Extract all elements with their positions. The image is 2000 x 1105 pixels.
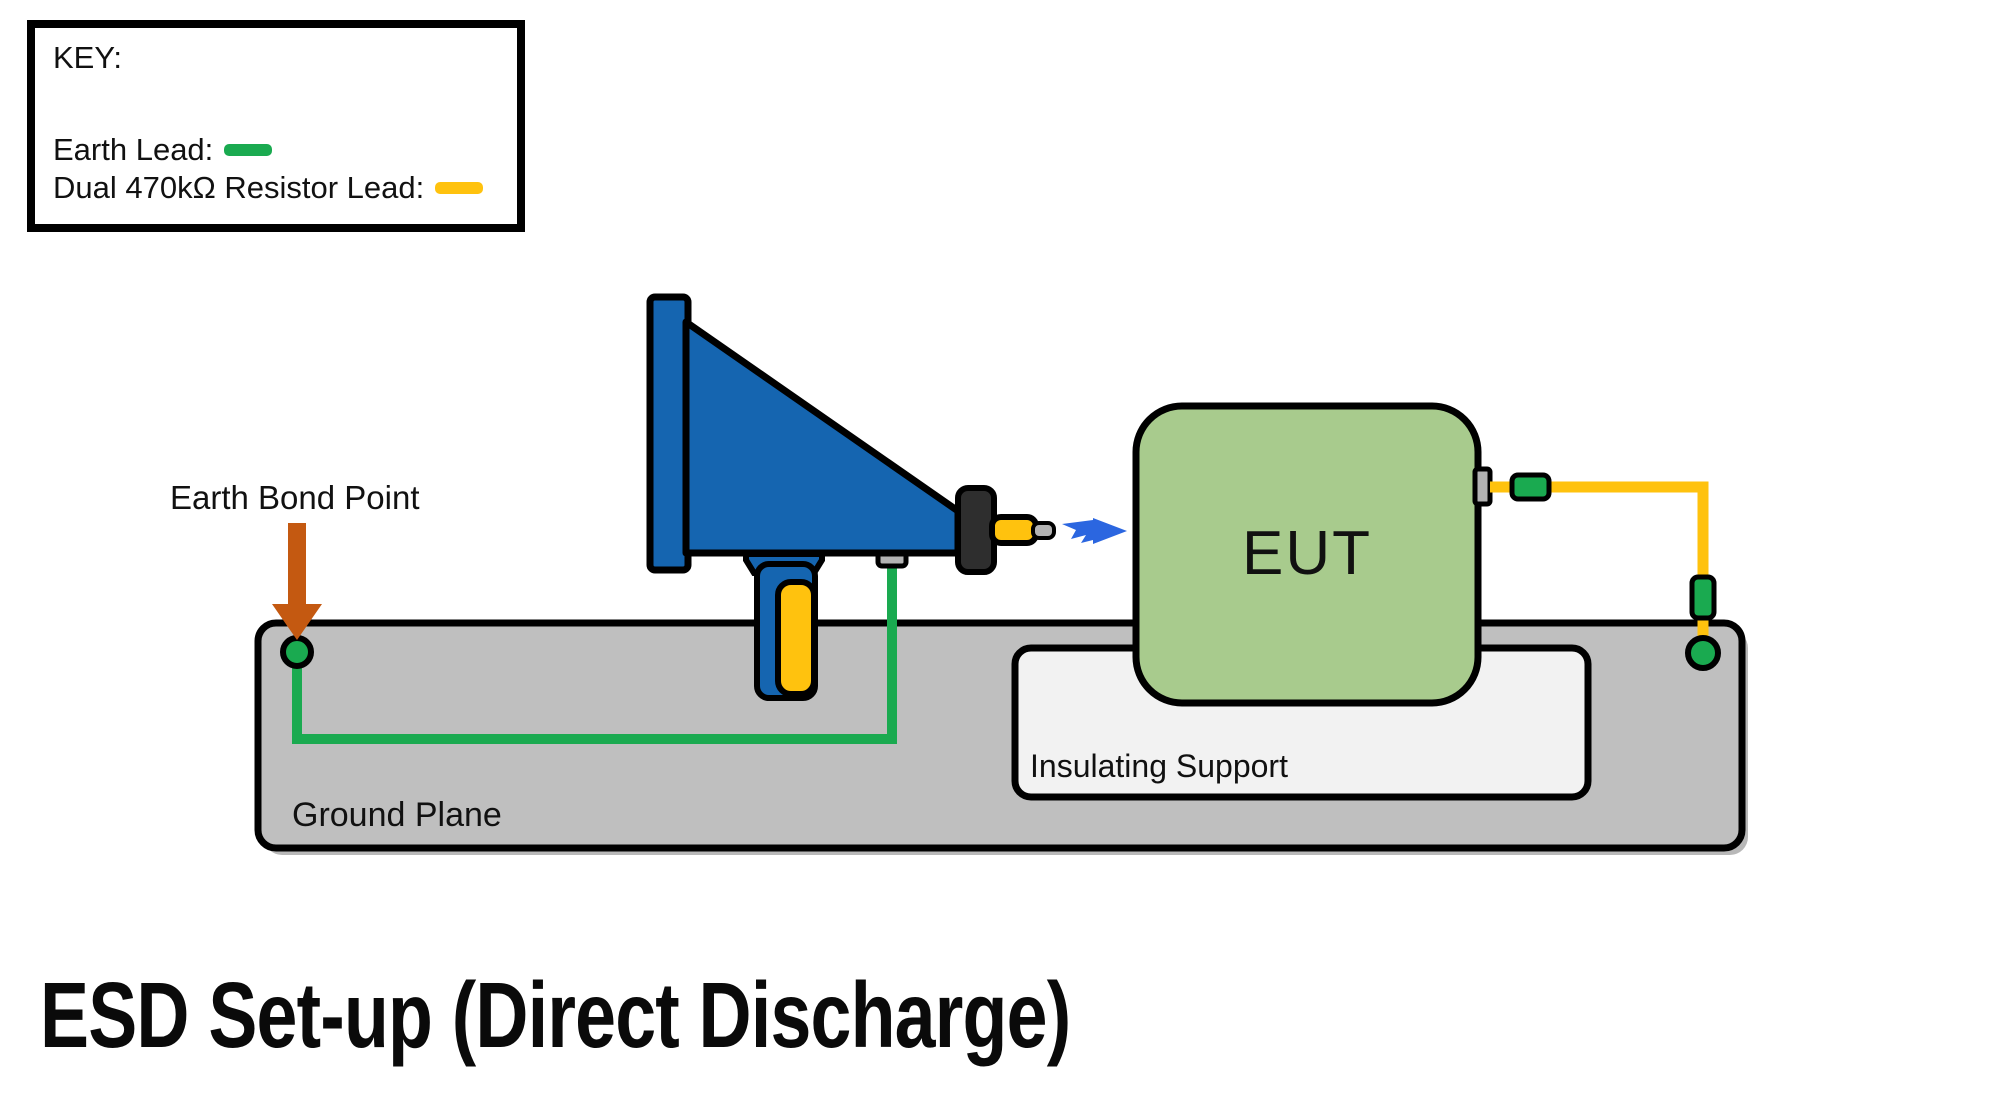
eut-connector-tab bbox=[1472, 466, 1493, 507]
page-title: ESD Set-up (Direct Discharge) bbox=[40, 963, 1071, 1067]
earth-bond-point-label: Earth Bond Point bbox=[170, 479, 420, 516]
key-item-earth-lead-label: Earth Lead: bbox=[53, 132, 214, 167]
resistor-lead-swatch-icon bbox=[435, 182, 484, 194]
eut-box bbox=[1132, 402, 1482, 707]
key-item-resistor-lead-label: Dual 470kΩ Resistor Lead: bbox=[53, 170, 425, 205]
earth-lead-swatch-icon bbox=[224, 144, 273, 156]
key-legend: KEY: Earth Lead: Dual 470kΩ Resistor Lea… bbox=[27, 20, 525, 232]
gun-tip-electrode bbox=[1031, 521, 1056, 540]
resistor-block-horizontal bbox=[1509, 472, 1552, 502]
resistor-block-vertical bbox=[1689, 574, 1717, 621]
gun-back-plate bbox=[646, 293, 692, 574]
gun-tip bbox=[989, 514, 1039, 546]
key-heading: KEY: bbox=[53, 40, 122, 75]
gun-horn bbox=[682, 318, 962, 557]
earth-lead-wire bbox=[292, 558, 897, 744]
ground-plane-label: Ground Plane bbox=[292, 796, 502, 834]
ground-bond-dot bbox=[1685, 635, 1721, 671]
gun-collar bbox=[955, 485, 997, 575]
earth-bond-arrow-icon bbox=[272, 523, 322, 640]
key-item-resistor-lead: Dual 470kΩ Resistor Lead: bbox=[53, 170, 484, 206]
gun-handle-grip bbox=[775, 579, 817, 697]
earth-bond-point-dot bbox=[280, 635, 314, 669]
discharge-bolt-icon bbox=[1062, 518, 1127, 544]
key-item-earth-lead: Earth Lead: bbox=[53, 132, 273, 168]
eut-label: EUT bbox=[1242, 519, 1372, 588]
insulating-support-label: Insulating Support bbox=[1030, 748, 1288, 784]
